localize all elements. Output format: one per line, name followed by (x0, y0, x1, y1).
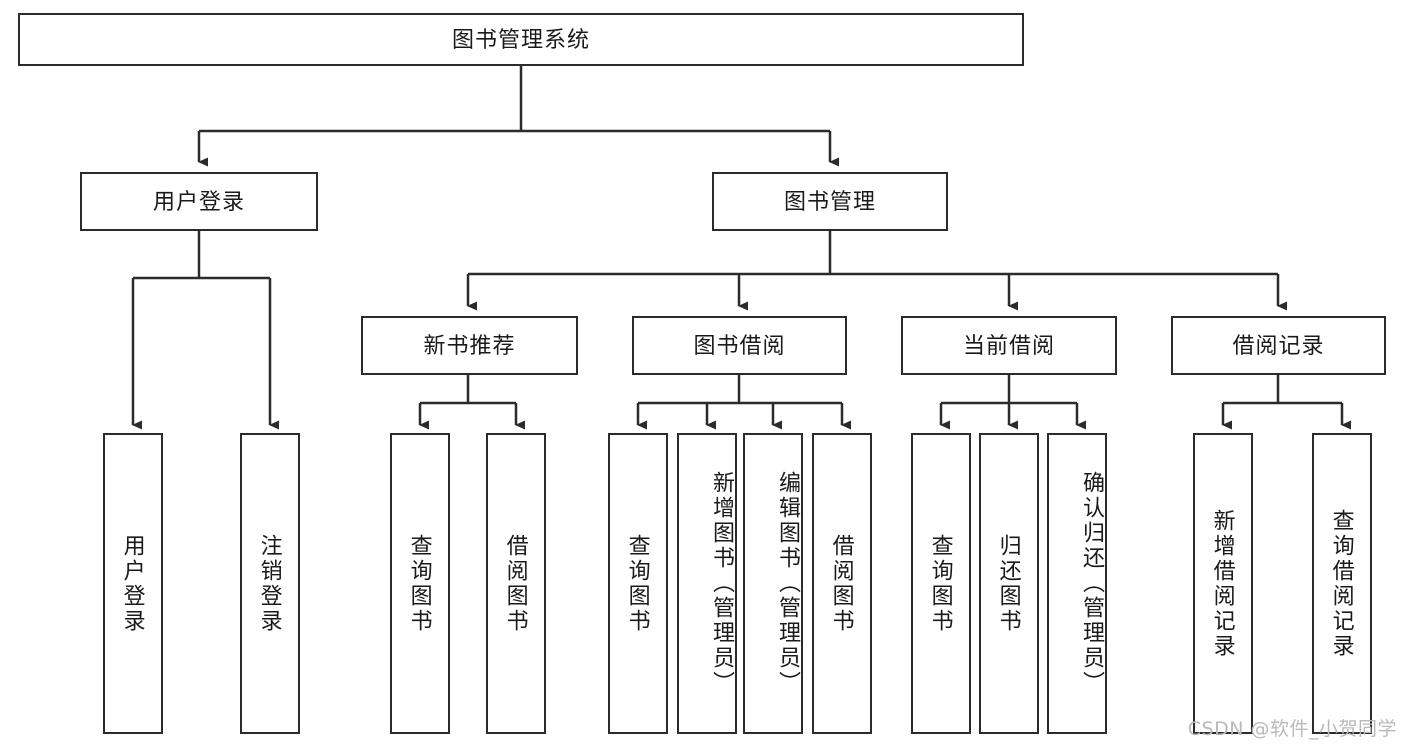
node-label: 借阅图书 (829, 533, 855, 634)
leaf-logout[interactable]: 注销登录 (240, 433, 300, 734)
leaf-user-login[interactable]: 用户登录 (103, 433, 163, 734)
leaf-borrow-books[interactable]: 借阅图书 (812, 433, 872, 734)
watermark-text: CSDN @软件_小贺同学 (1187, 718, 1397, 740)
node-label: 借阅图书 (503, 533, 529, 634)
node-user-login[interactable]: 用户登录 (80, 172, 318, 231)
node-label: 查询图书 (625, 533, 651, 634)
node-current-borrowing[interactable]: 当前借阅 (901, 316, 1117, 375)
node-label: 归还图书 (996, 533, 1022, 634)
node-root-library-management-system[interactable]: 图书管理系统 (18, 13, 1024, 66)
node-label: 当前借阅 (962, 332, 1055, 358)
node-book-management[interactable]: 图书管理 (712, 172, 948, 231)
leaf-borrow-books-recommend[interactable]: 借阅图书 (486, 433, 546, 734)
leaf-confirm-return-admin[interactable]: 确认归还（管理员） (1047, 433, 1107, 734)
node-label: 查询借阅记录 (1329, 508, 1355, 659)
node-label: 图书管理系统 (451, 26, 590, 52)
leaf-query-books-recommend[interactable]: 查询图书 (390, 433, 450, 734)
leaf-return-books[interactable]: 归还图书 (979, 433, 1039, 734)
node-new-book-recommendation[interactable]: 新书推荐 (361, 316, 578, 375)
node-label: 新增图书（管理员） (710, 471, 735, 696)
node-label: 图书管理 (783, 188, 876, 214)
leaf-query-books-current[interactable]: 查询图书 (911, 433, 971, 734)
node-label: 图书借阅 (693, 332, 786, 358)
node-label: 确认归还（管理员） (1080, 471, 1105, 696)
leaf-query-books-borrow[interactable]: 查询图书 (608, 433, 668, 734)
leaf-query-borrow-record[interactable]: 查询借阅记录 (1312, 433, 1372, 734)
node-label: 新增借阅记录 (1210, 508, 1236, 659)
node-label: 用户登录 (120, 533, 146, 634)
node-label: 新书推荐 (423, 332, 516, 358)
node-label: 用户登录 (152, 188, 245, 214)
node-label: 查询图书 (928, 533, 954, 634)
node-label: 借阅记录 (1232, 332, 1325, 358)
node-label: 查询图书 (407, 533, 433, 634)
node-label: 编辑图书（管理员） (776, 471, 801, 696)
node-book-borrowing[interactable]: 图书借阅 (632, 316, 847, 375)
leaf-edit-book-admin[interactable]: 编辑图书（管理员） (743, 433, 803, 734)
leaf-add-borrow-record[interactable]: 新增借阅记录 (1193, 433, 1253, 734)
node-label: 注销登录 (257, 533, 283, 634)
leaf-add-book-admin[interactable]: 新增图书（管理员） (677, 433, 737, 734)
node-borrowing-record[interactable]: 借阅记录 (1171, 316, 1386, 375)
